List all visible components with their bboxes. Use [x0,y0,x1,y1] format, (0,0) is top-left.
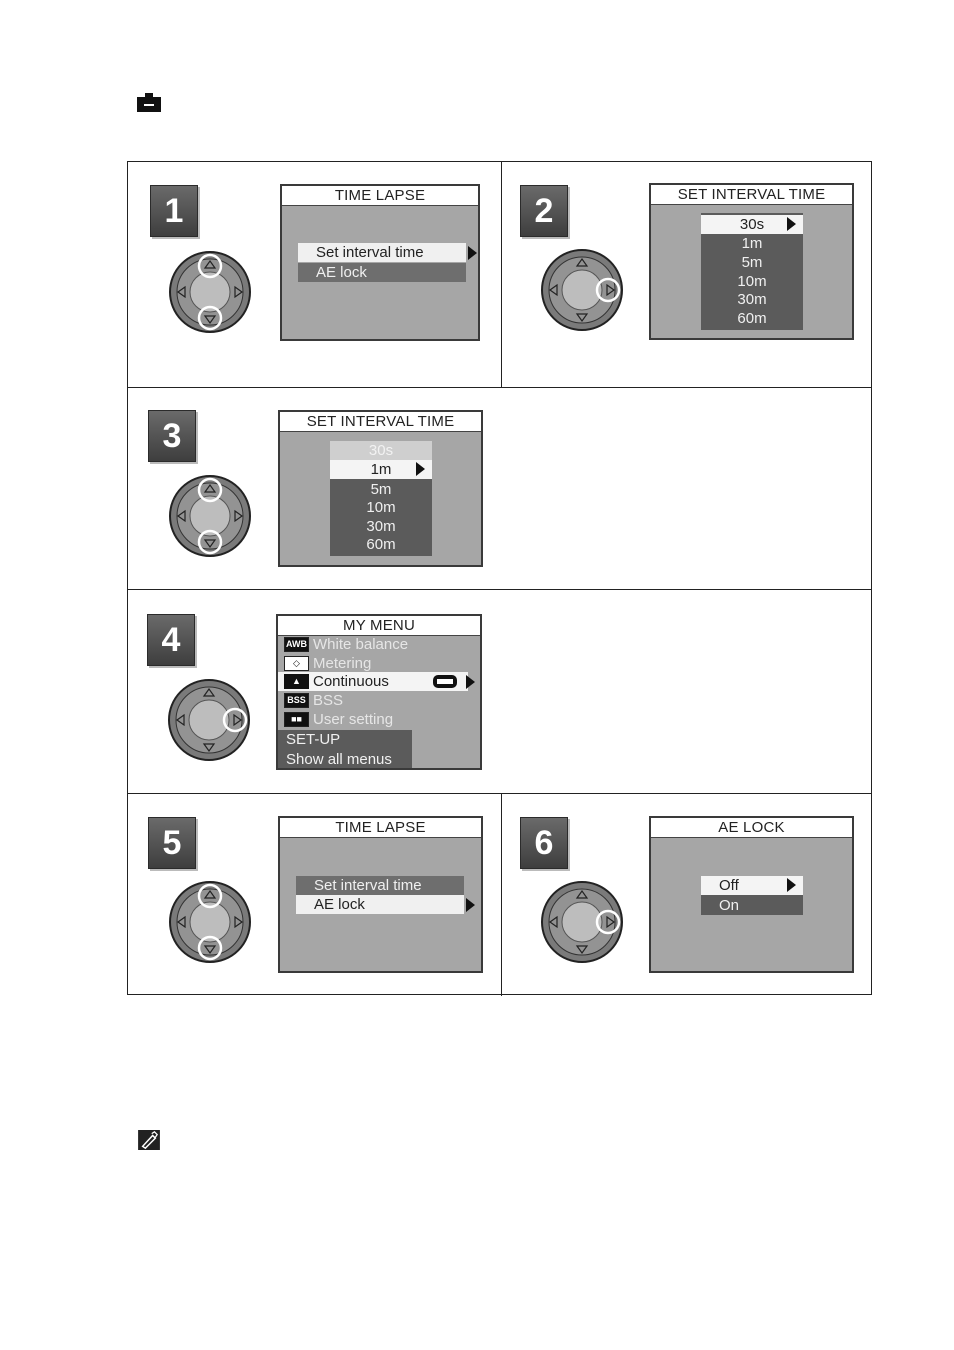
bss-icon: BSS [284,693,309,708]
multi-selector-icon [530,870,634,974]
camera-screen: AE LOCK Off On [649,816,854,973]
interval-option[interactable]: 1m [701,234,803,253]
interval-option[interactable]: 30m [330,517,432,536]
camera-screen: TIME LAPSE Set interval time AE lock [278,816,483,973]
my-menu-item[interactable]: BSS BSS [278,691,480,710]
steps-row-2: 3 SET INTERVAL TIME 30s 1m 5m [128,387,871,589]
continuous-icon: ▲ [284,674,309,689]
white-balance-icon: AWB [284,637,309,652]
steps-row-1: 1 TIME LAPSE Set interval time AE lock [128,162,871,387]
menu-item-ae-lock[interactable]: AE lock [296,895,464,914]
camera-mode-icon [137,92,161,112]
my-menu-item[interactable]: AWB White balance [278,635,480,654]
step-number: 2 [520,185,568,237]
step-number: 5 [148,817,196,869]
setup-menu-item[interactable]: SET-UP [278,730,412,749]
screen-title: MY MENU [278,616,480,636]
multi-selector-icon [158,240,262,344]
interval-option[interactable]: 10m [701,272,803,291]
interval-option[interactable]: 5m [701,253,803,272]
interval-option[interactable]: 30m [701,290,803,309]
camera-screen: SET INTERVAL TIME 30s 1m 5m 10m 30m 60m [278,410,483,567]
note-pencil-icon [137,1130,161,1150]
step-number: 1 [150,185,198,237]
right-arrow-icon [466,898,475,912]
right-arrow-icon [416,462,425,476]
steps-row-4: 5 TIME LAPSE Set interval time AE lock [128,793,871,996]
step-number: 3 [148,410,196,462]
menu-item-set-interval[interactable]: Set interval time [296,876,464,895]
step-2-cell: 2 SET INTERVAL TIME 30s 1m 5m 10m [501,162,871,387]
screen-title: SET INTERVAL TIME [280,412,481,432]
step-number: 4 [147,614,195,666]
multi-selector-icon [157,668,261,772]
interval-option[interactable]: 60m [701,309,803,328]
interval-option[interactable]: 60m [330,535,432,554]
screen-title: TIME LAPSE [282,186,478,206]
step-4-cell: 4 MY MENU AWB White balance ◇ Me [128,590,871,793]
screen-title: SET INTERVAL TIME [651,185,852,205]
metering-icon: ◇ [284,656,309,671]
step-1-cell: 1 TIME LAPSE Set interval time AE lock [128,162,501,387]
interval-option[interactable]: 10m [330,498,432,517]
my-menu-item[interactable]: ■■ User setting [278,710,480,729]
continuous-mode-icon [432,674,458,689]
screen-title: AE LOCK [651,818,852,838]
step-5-cell: 5 TIME LAPSE Set interval time AE lock [128,794,501,996]
right-arrow-icon [468,246,477,260]
step-3-cell: 3 SET INTERVAL TIME 30s 1m 5m [128,388,871,589]
step-number: 6 [520,817,568,869]
steps-grid: 1 TIME LAPSE Set interval time AE lock [127,161,872,995]
interval-option[interactable]: 30s [330,441,432,460]
my-menu-item[interactable]: ◇ Metering [278,654,480,673]
interval-option[interactable]: 5m [330,480,432,499]
camera-screen: MY MENU AWB White balance ◇ Metering ▲ C… [276,614,482,770]
my-menu-item-selected[interactable]: ▲ Continuous [278,672,468,691]
user-setting-icon: ■■ [284,712,309,727]
menu-item-ae-lock[interactable]: AE lock [298,263,466,282]
camera-screen: TIME LAPSE Set interval time AE lock [280,184,480,341]
right-arrow-icon [787,878,796,892]
multi-selector-icon [530,238,634,342]
steps-row-3: 4 MY MENU AWB White balance ◇ Me [128,589,871,793]
menu-item-set-interval[interactable]: Set interval time [298,243,466,262]
step-6-cell: 6 AE LOCK Off On [501,794,871,996]
ae-lock-option-on[interactable]: On [701,896,803,915]
screen-title: TIME LAPSE [280,818,481,838]
show-all-menus-item[interactable]: Show all menus [278,750,412,769]
right-arrow-icon [787,217,796,231]
multi-selector-icon [158,464,262,568]
right-arrow-icon [466,675,475,689]
multi-selector-icon [158,870,262,974]
camera-screen: SET INTERVAL TIME 30s 1m 5m 10m 30m 60m [649,183,854,340]
